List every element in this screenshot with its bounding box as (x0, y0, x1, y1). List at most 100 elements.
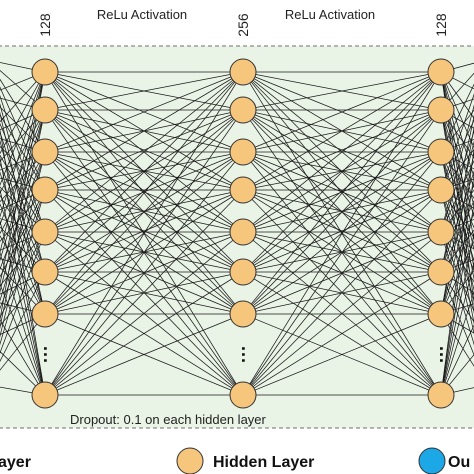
legend-output-label: Ou (448, 454, 470, 471)
edge-hidden-1-to-hidden-2 (44, 151, 244, 233)
edge-hidden-3-to-output (440, 291, 474, 396)
node-ellipsis: ··· (35, 346, 55, 364)
hidden-node (427, 96, 455, 124)
hidden-node (31, 58, 59, 86)
edge-hidden-2-to-hidden-3 (242, 71, 442, 273)
hidden-node (229, 96, 257, 124)
edge-hidden-1-to-hidden-2 (44, 71, 244, 273)
edge-hidden-3-to-output (440, 93, 474, 191)
hidden-node (31, 96, 59, 124)
edge-hidden-1-to-hidden-2 (44, 109, 244, 233)
edge-hidden-1-to-hidden-2 (44, 109, 244, 315)
edge-hidden-3-to-output (440, 313, 474, 367)
edge-hidden-1-to-hidden-2 (44, 71, 244, 233)
hidden-node (229, 138, 257, 166)
edge-hidden-1-to-hidden-2 (44, 71, 244, 191)
hidden-node (31, 138, 59, 166)
hidden-node (427, 138, 455, 166)
edge-hidden-2-to-hidden-3 (242, 71, 442, 111)
edge-hidden-3-to-output (440, 231, 474, 396)
edge-hidden-2-to-hidden-3 (242, 109, 442, 396)
legend-hidden-label: Hidden Layer (213, 454, 314, 471)
edge-hidden-1-to-hidden-2 (44, 109, 244, 273)
edge-input-to-hidden-1 (0, 128, 46, 396)
edge-input-to-hidden-1 (0, 122, 46, 233)
node-ellipsis: ··· (233, 346, 253, 364)
edge-hidden-1-to-hidden-2 (44, 313, 244, 396)
edge-hidden-2-to-hidden-3 (242, 109, 442, 191)
edge-hidden-1-to-hidden-2 (44, 189, 244, 233)
edge-hidden-1-to-hidden-2 (44, 231, 244, 396)
edge-hidden-2-to-hidden-3 (242, 189, 442, 396)
edge-hidden-3-to-output (440, 104, 474, 233)
edge-hidden-1-to-hidden-2 (44, 109, 244, 191)
hidden-node (31, 176, 59, 204)
hidden-node (229, 176, 257, 204)
edge-hidden-1-to-hidden-2 (44, 109, 244, 396)
edge-hidden-3-to-output (440, 231, 474, 346)
connections (0, 62, 474, 396)
edge-hidden-2-to-hidden-3 (242, 271, 442, 396)
edge-hidden-3-to-output (440, 83, 474, 153)
edge-input-to-hidden-1 (0, 251, 46, 396)
edge-hidden-2-to-hidden-3 (242, 109, 442, 273)
edge-hidden-3-to-output (440, 119, 474, 191)
hidden-node (229, 300, 257, 328)
hidden-node (229, 58, 257, 86)
edge-input-to-hidden-1 (0, 71, 46, 123)
edge-input-to-hidden-1 (0, 283, 46, 396)
hidden-node (31, 381, 59, 409)
edge-input-to-hidden-1 (0, 156, 46, 396)
edge-input-to-hidden-1 (0, 78, 46, 153)
legend-output-node-icon (418, 447, 446, 474)
edge-input-to-hidden-1 (0, 131, 46, 273)
hidden-node (427, 176, 455, 204)
edge-input-to-hidden-1 (0, 231, 46, 354)
hidden-node (31, 218, 59, 246)
hidden-node (31, 258, 59, 286)
layer-size-label-hidden-1: 128 (37, 13, 53, 37)
legend-input-label: ayer (0, 454, 31, 471)
edge-input-to-hidden-1 (0, 114, 46, 191)
edge-hidden-2-to-hidden-3 (242, 71, 442, 233)
edge-hidden-2-to-hidden-3 (242, 71, 442, 191)
edge-hidden-2-to-hidden-3 (242, 71, 442, 153)
node-ellipsis: ··· (431, 346, 451, 364)
edge-hidden-2-to-hidden-3 (242, 231, 442, 396)
edge-hidden-3-to-output (440, 261, 474, 396)
hidden-node (427, 381, 455, 409)
edge-hidden-3-to-output (440, 324, 474, 396)
hidden-node (229, 258, 257, 286)
edge-input-to-hidden-1 (0, 86, 46, 191)
edge-hidden-2-to-hidden-3 (242, 189, 442, 273)
edge-hidden-3-to-output (440, 181, 474, 315)
edge-hidden-2-to-hidden-3 (242, 151, 442, 233)
edge-hidden-1-to-hidden-2 (44, 71, 244, 396)
edge-hidden-1-to-hidden-2 (44, 71, 244, 111)
edge-input-to-hidden-1 (0, 313, 46, 371)
activation-label-1: ReLu Activation (97, 7, 187, 22)
edge-hidden-2-to-hidden-3 (242, 109, 442, 315)
hidden-node (427, 300, 455, 328)
edge-input-to-hidden-1 (0, 219, 46, 396)
hidden-node (31, 300, 59, 328)
edge-hidden-3-to-output (440, 172, 474, 396)
edge-input-to-hidden-1 (0, 95, 46, 233)
edge-hidden-2-to-hidden-3 (242, 313, 442, 396)
dropout-note: Dropout: 0.1 on each hidden layer (70, 412, 267, 427)
edge-hidden-3-to-output (440, 202, 474, 396)
edge-hidden-1-to-hidden-2 (44, 71, 244, 153)
layer-size-label-hidden-3: 128 (433, 13, 449, 37)
edge-hidden-2-to-hidden-3 (242, 71, 442, 396)
edge-input-to-hidden-1 (0, 171, 46, 315)
edge-hidden-1-to-hidden-2 (44, 151, 244, 396)
edge-hidden-3-to-output (440, 146, 474, 396)
edge-hidden-1-to-hidden-2 (44, 271, 244, 396)
edge-hidden-2-to-hidden-3 (242, 151, 442, 396)
legend-hidden-node-icon (176, 447, 204, 474)
edge-input-to-hidden-1 (0, 189, 46, 242)
edge-input-to-hidden-1 (0, 187, 46, 396)
hidden-node (427, 218, 455, 246)
edge-hidden-2-to-hidden-3 (242, 109, 442, 233)
